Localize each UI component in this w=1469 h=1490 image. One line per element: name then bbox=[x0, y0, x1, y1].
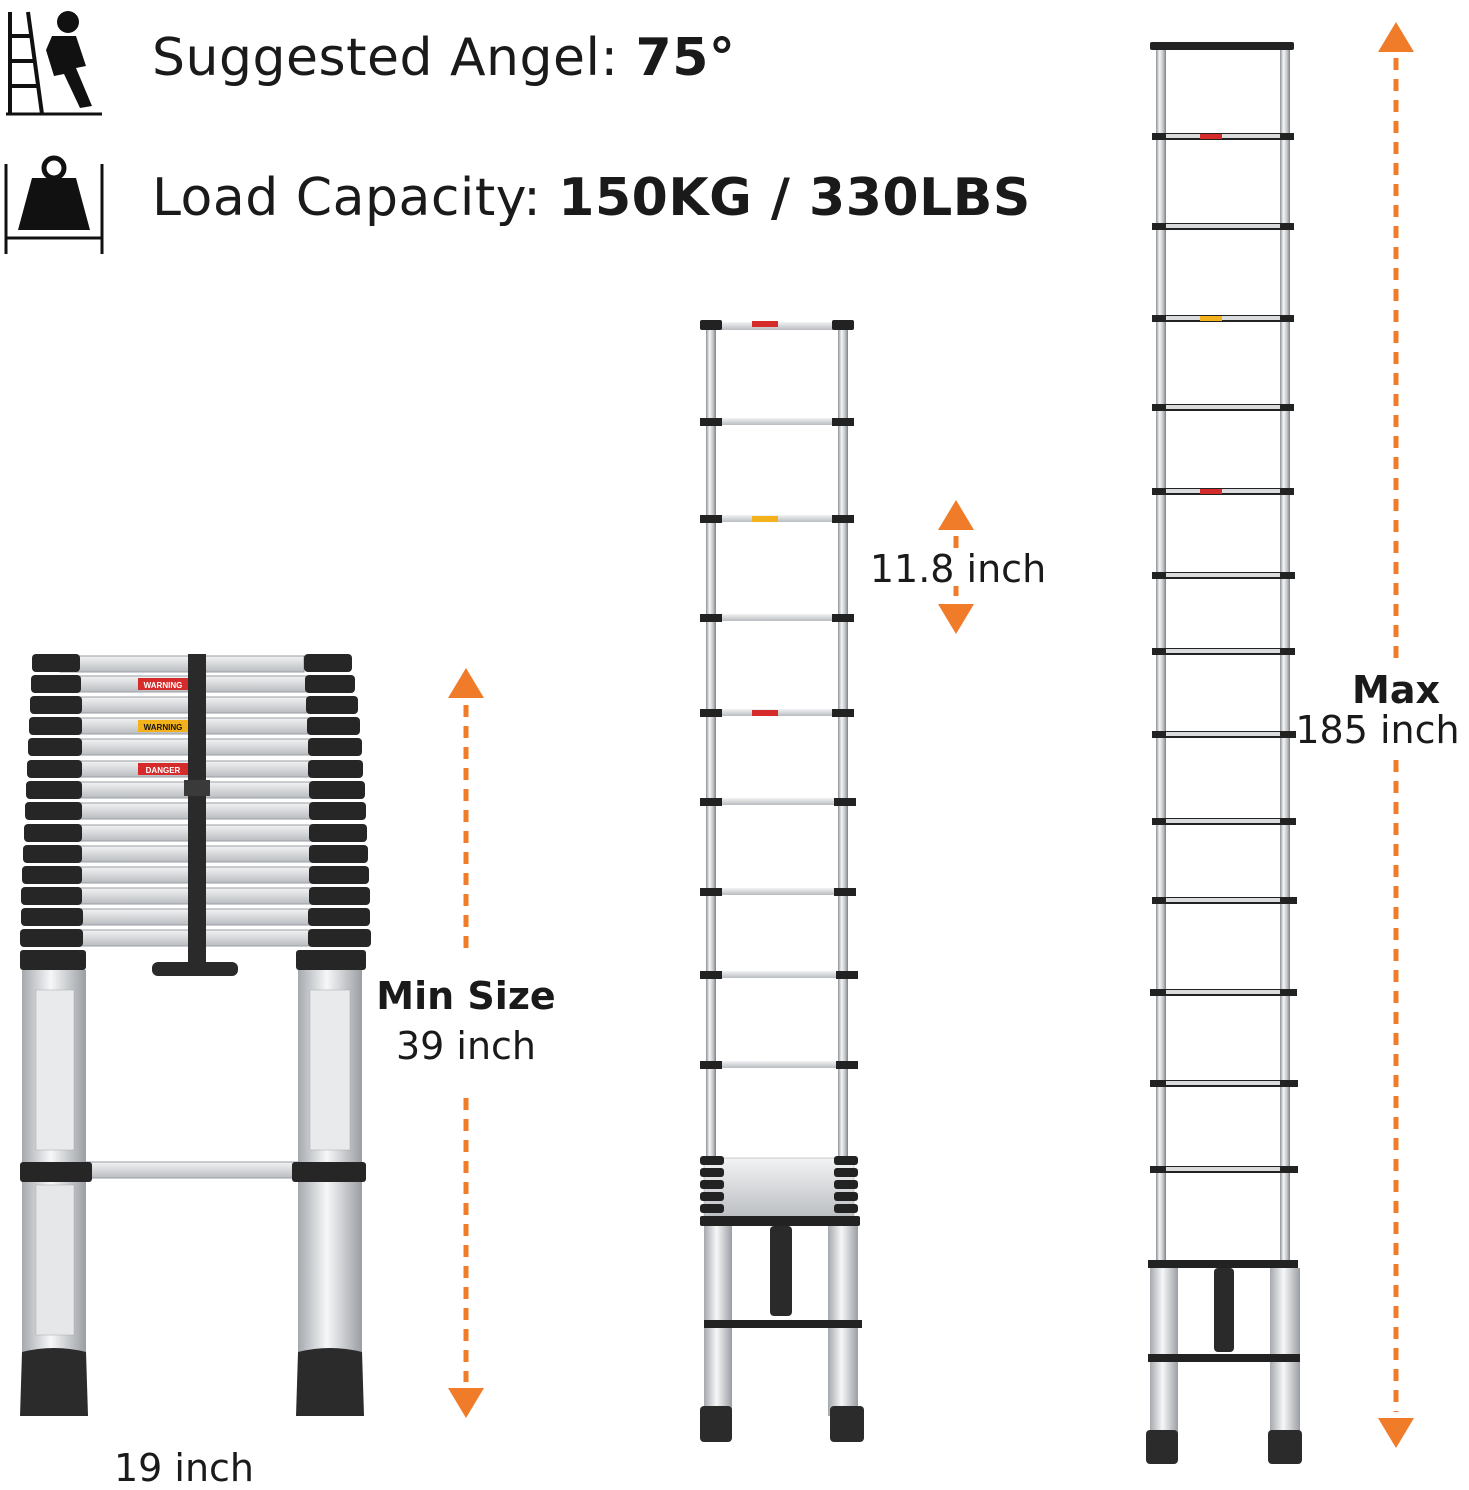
collapsed-right-foot bbox=[296, 1348, 364, 1416]
load-capacity-spec: Load Capacity: 150KG / 330LBS bbox=[152, 168, 1031, 228]
warning-sticker-yellow bbox=[138, 720, 188, 732]
partial-bottom-rung bbox=[704, 1320, 862, 1328]
collapsed-bottom-rung bbox=[85, 1161, 299, 1179]
partial-strap bbox=[770, 1226, 792, 1316]
extended-warning-yellow bbox=[1200, 316, 1222, 321]
warning-sticker-red bbox=[138, 678, 188, 690]
warning-sticker-text-2: WARNING bbox=[144, 723, 183, 732]
extended-ladder bbox=[1146, 42, 1302, 1464]
extended-rungs bbox=[1148, 42, 1298, 1268]
partial-rungs bbox=[700, 320, 858, 1069]
left-leg-pictograms bbox=[35, 1184, 75, 1336]
max-size-value: 185 inch bbox=[1295, 708, 1460, 752]
extended-left-rail bbox=[1156, 46, 1166, 1436]
strap-buckle bbox=[184, 780, 210, 796]
min-size-dimension-arrow bbox=[448, 668, 484, 1418]
weight-icon bbox=[2, 154, 108, 258]
collapsed-caps-left bbox=[20, 654, 86, 970]
min-size-value: 39 inch bbox=[395, 1024, 537, 1068]
angle-label: Suggested Angel: bbox=[152, 28, 636, 88]
extended-bottom-rung bbox=[1148, 1354, 1300, 1362]
collapsed-rung-stack bbox=[45, 655, 319, 947]
danger-sticker-text: DANGER bbox=[146, 766, 181, 775]
extended-left-foot bbox=[1146, 1430, 1178, 1464]
collapsed-bottom-cap-right bbox=[292, 1162, 366, 1182]
step-spacing-dimension-arrow bbox=[938, 500, 974, 634]
partial-left-rail bbox=[706, 324, 716, 1434]
partial-danger bbox=[752, 710, 778, 716]
max-size-title: Max bbox=[1352, 668, 1440, 712]
min-width-value: 19 inch bbox=[113, 1446, 255, 1490]
extended-left-lower-leg bbox=[1150, 1268, 1178, 1438]
max-size-dimension-arrow bbox=[1378, 22, 1414, 1448]
left-leg-instructions bbox=[35, 989, 75, 1151]
extended-right-foot bbox=[1268, 1430, 1302, 1464]
load-label: Load Capacity: bbox=[152, 168, 559, 228]
min-size-arrow-down bbox=[448, 1388, 484, 1418]
angle-value: 75° bbox=[635, 28, 736, 88]
extended-warning-red bbox=[1200, 134, 1222, 139]
collapsed-left-foot bbox=[20, 1348, 88, 1416]
extended-right-rail bbox=[1280, 46, 1290, 1436]
strap-handle bbox=[152, 962, 238, 976]
warning-sticker-text-1: WARNING bbox=[144, 681, 183, 690]
min-size-arrow-up bbox=[448, 668, 484, 698]
max-arrow-down bbox=[1378, 1418, 1414, 1448]
load-value: 150KG / 330LBS bbox=[558, 168, 1031, 228]
collapsed-caps-right bbox=[296, 654, 371, 970]
suggested-angle-spec: Suggested Angel: 75° bbox=[152, 28, 735, 88]
partial-ladder bbox=[700, 320, 864, 1442]
ladder-climber-icon bbox=[2, 6, 106, 118]
right-leg-instructions bbox=[309, 989, 351, 1151]
extended-strap bbox=[1214, 1268, 1234, 1352]
partial-collapsed-bundle bbox=[700, 1156, 860, 1226]
collapsed-bottom-cap-left bbox=[20, 1162, 92, 1182]
partial-warning-red bbox=[752, 321, 778, 327]
partial-right-foot bbox=[830, 1406, 864, 1442]
collapsed-ladder: WARNING WARNING DANGER bbox=[20, 654, 371, 1416]
step-arrow-down bbox=[938, 604, 974, 634]
extended-danger bbox=[1200, 489, 1222, 494]
step-spacing-value: 11.8 inch bbox=[869, 547, 1047, 591]
min-size-title: Min Size bbox=[376, 974, 556, 1018]
max-arrow-up bbox=[1378, 22, 1414, 52]
partial-right-rail bbox=[838, 324, 848, 1434]
partial-warning-yellow bbox=[752, 516, 778, 522]
step-arrow-up bbox=[938, 500, 974, 530]
carry-strap bbox=[188, 654, 206, 970]
partial-left-foot bbox=[700, 1406, 732, 1442]
danger-sticker bbox=[138, 763, 188, 775]
extended-right-lower-leg bbox=[1270, 1268, 1300, 1438]
